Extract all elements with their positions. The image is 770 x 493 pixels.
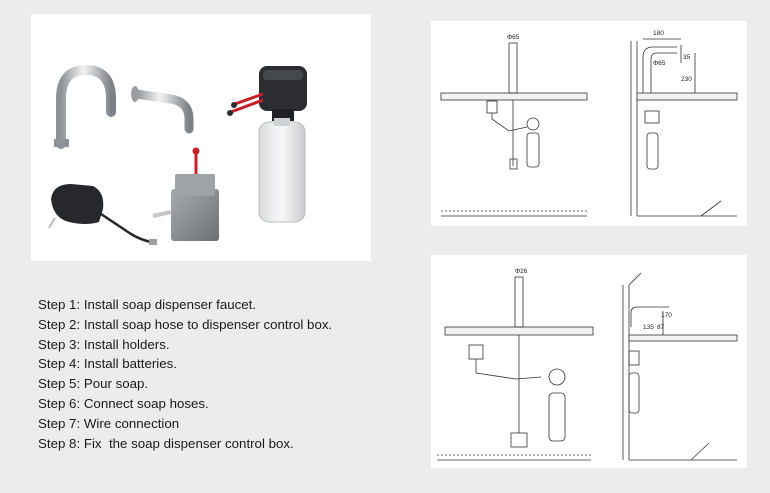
- step-item: Step 8: Fix the soap dispenser control b…: [38, 435, 294, 451]
- dim-spout-diameter: Φ26: [515, 268, 528, 275]
- dim-height: 170: [661, 312, 672, 319]
- step-item: Step 4: Install batteries.: [38, 356, 177, 372]
- dim-reach: 180: [653, 30, 664, 37]
- dim-height: 230: [681, 76, 692, 83]
- step-item: Step 7: Wire connection: [38, 415, 180, 431]
- drawing-top-svg: Φ65 180 Φ65 35 230: [440, 30, 738, 217]
- pump-box: [152, 147, 219, 241]
- dim-spout-diameter: Φ65: [507, 34, 520, 41]
- wall-spout: [131, 86, 194, 134]
- installation-drawing-gooseneck: Φ65 180 Φ65 35 230: [431, 21, 747, 226]
- installation-drawing-wall-spout: Φ26 170 135 87: [431, 255, 747, 468]
- step-item: Step 3: Install holders.: [38, 336, 170, 352]
- step-item: Step 1: Install soap dispenser faucet.: [38, 297, 257, 312]
- dim-side-diameter: Φ65: [653, 60, 666, 67]
- installation-steps-list: Step 1: Install soap dispenser faucet. S…: [38, 295, 398, 453]
- dim-reach: 135: [643, 324, 654, 331]
- product-components-svg: [48, 64, 307, 245]
- gooseneck-faucet: [54, 64, 116, 149]
- step-item: Step 5: Pour soap.: [38, 376, 149, 392]
- power-adapter: [48, 184, 157, 245]
- dim-small: 87: [657, 324, 665, 331]
- step-item: Step 6: Connect soap hoses.: [38, 395, 209, 411]
- soap-bottle: [258, 118, 306, 223]
- dim-small: 35: [683, 54, 691, 61]
- step-item: Step 2: Install soap hose to dispenser c…: [38, 316, 333, 332]
- control-box: [227, 66, 307, 121]
- product-components-illustration: [31, 14, 371, 261]
- drawing-bottom-svg: Φ26 170 135 87: [437, 268, 738, 461]
